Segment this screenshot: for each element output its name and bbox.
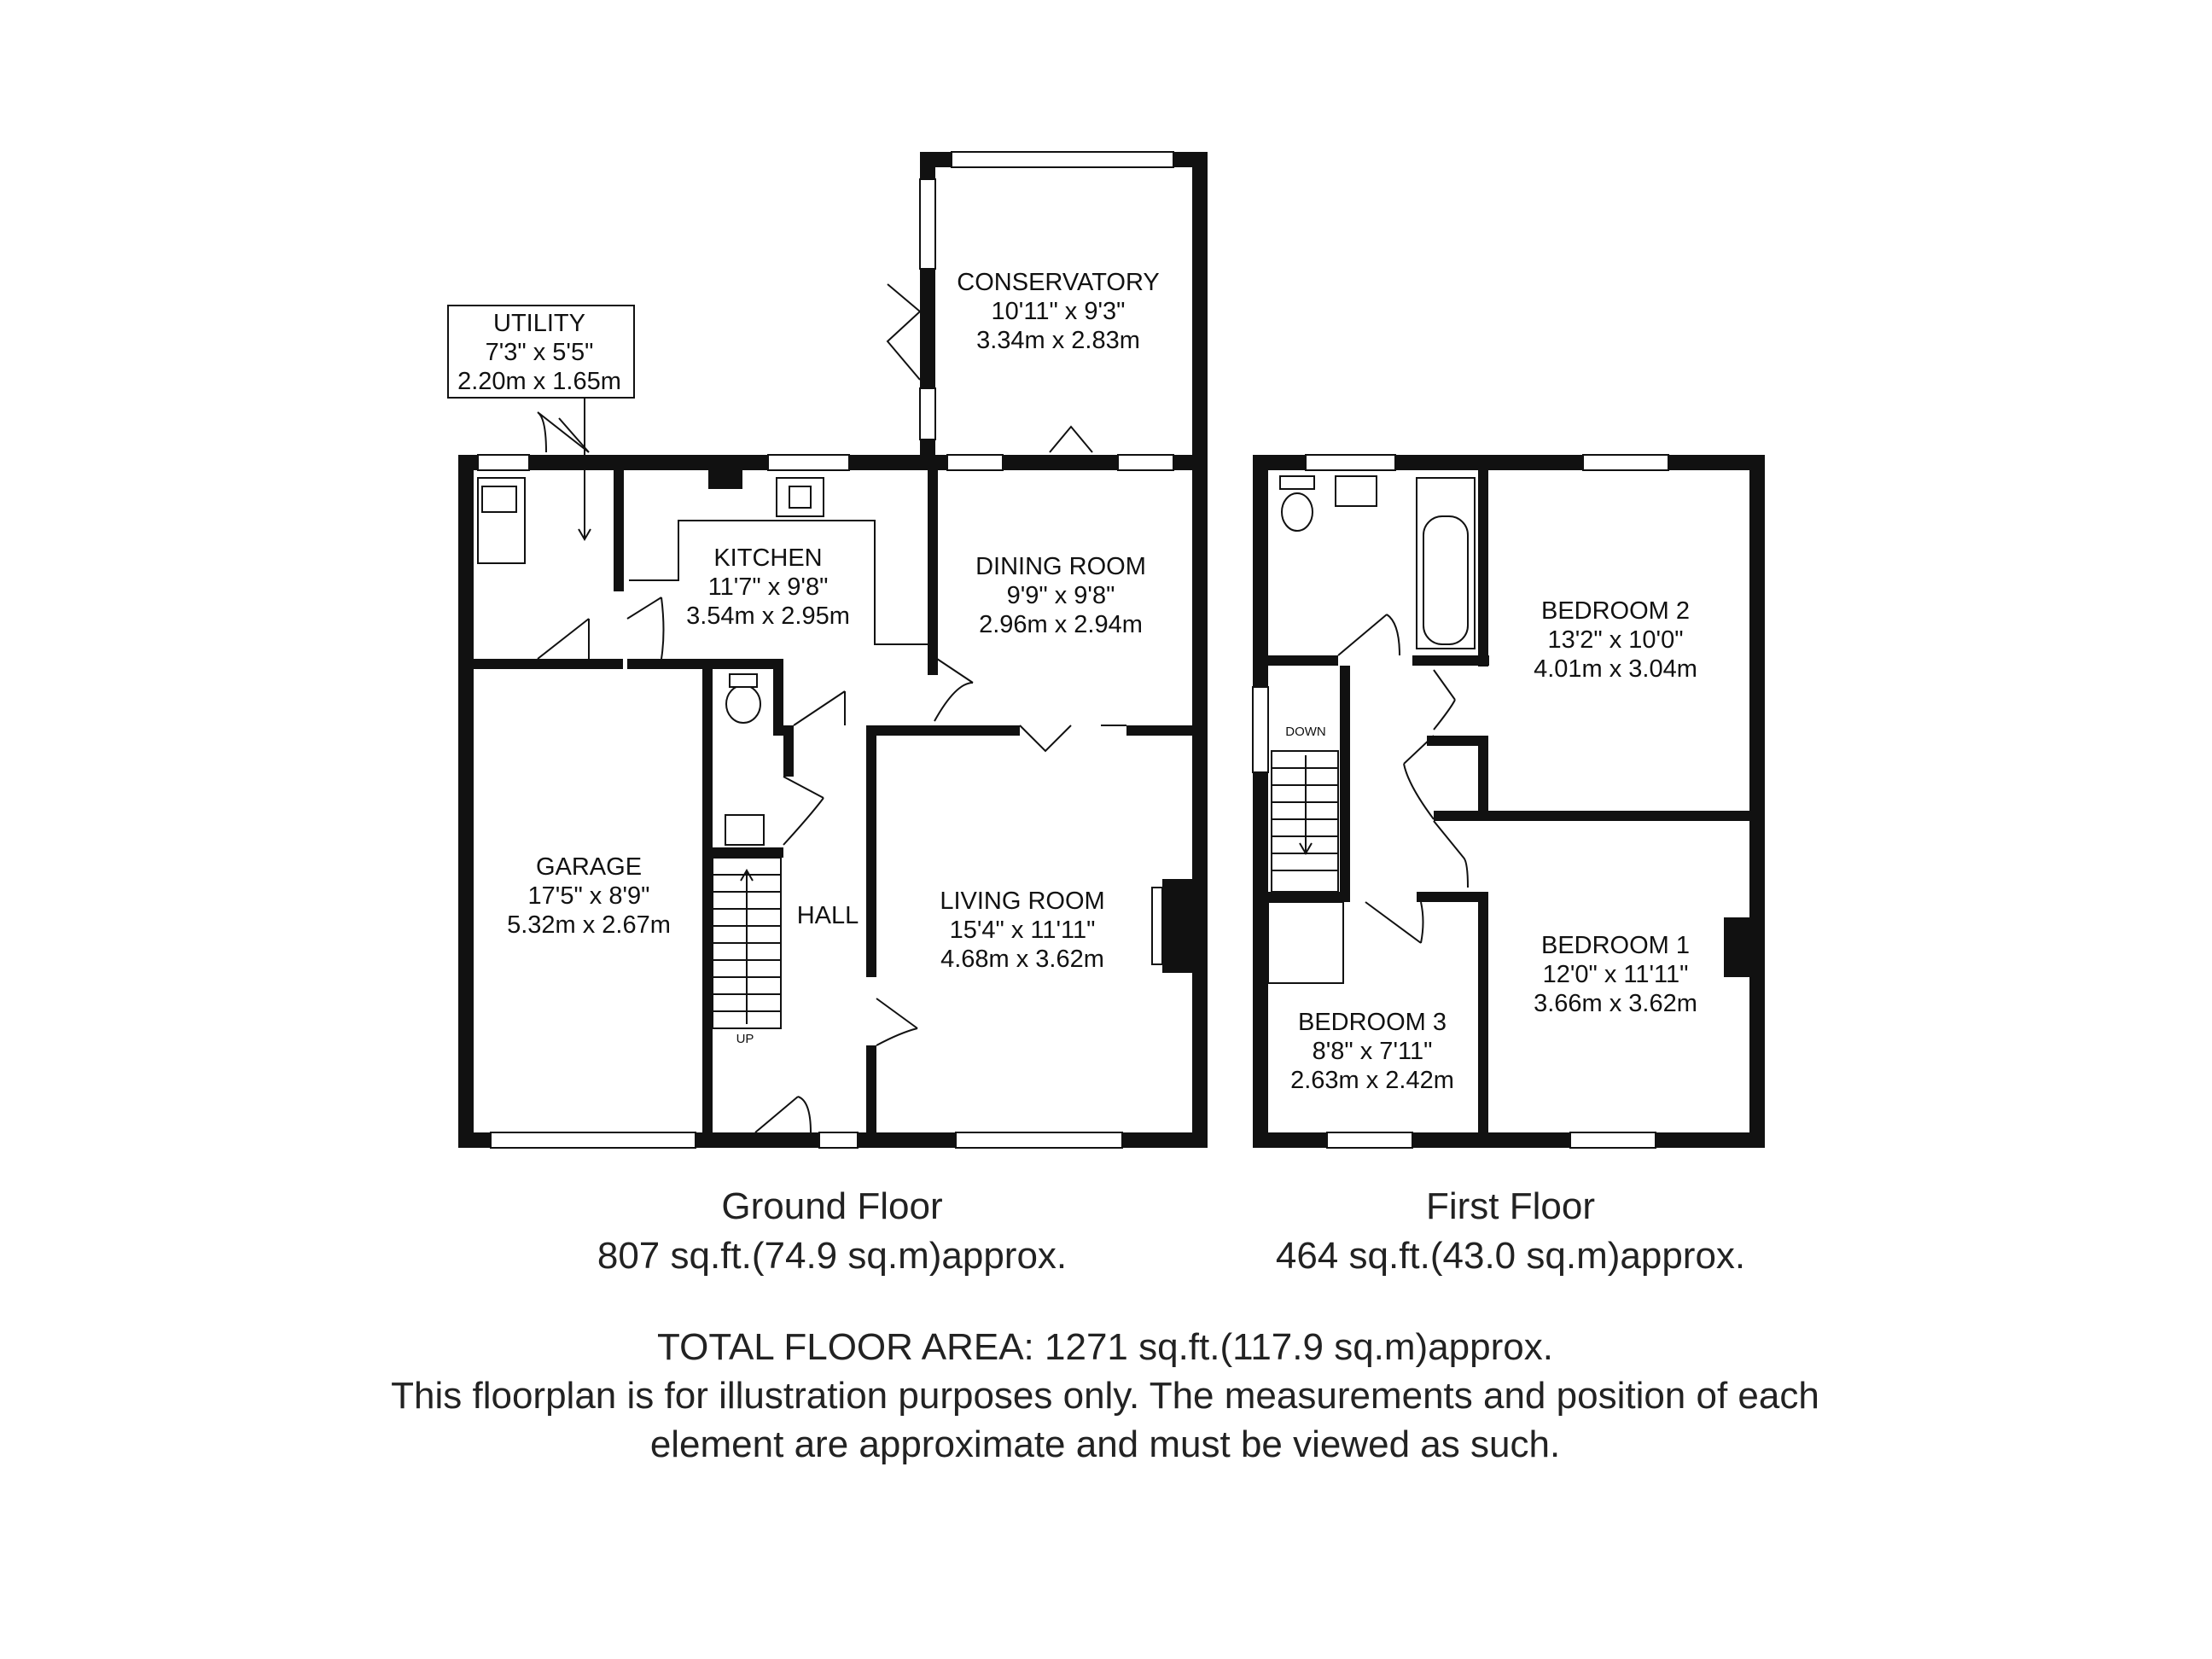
room-utility: UTILITY 7'3" x 5'5" 2.20m x 1.65m bbox=[457, 310, 621, 395]
utility-label-callout bbox=[447, 305, 635, 541]
room-metric: 4.01m x 3.04m bbox=[1534, 655, 1697, 683]
room-imperial: 8'8" x 7'11" bbox=[1313, 1038, 1433, 1065]
total-floor-area: TOTAL FLOOR AREA: 1271 sq.ft.(117.9 sq.m… bbox=[657, 1326, 1553, 1368]
first-floor-title: First Floor bbox=[1426, 1185, 1595, 1227]
room-metric: 2.96m x 2.94m bbox=[979, 611, 1143, 638]
stairs-up-label: UP bbox=[736, 1032, 754, 1046]
ground-floor-windows bbox=[477, 151, 1174, 1149]
room-metric: 5.32m x 2.67m bbox=[507, 911, 671, 939]
first-floor-doors bbox=[1337, 614, 1469, 944]
room-metric: 3.54m x 2.95m bbox=[686, 602, 850, 630]
room-conservatory: CONSERVATORY 10'11" x 9'3" 3.34m x 2.83m bbox=[957, 269, 1159, 354]
ground-floor-fixtures bbox=[477, 417, 1163, 1029]
room-name: BEDROOM 1 bbox=[1541, 932, 1690, 959]
first-floor-caption: First Floor 464 sq.ft.(43.0 sq.m)approx. bbox=[1186, 1182, 1835, 1281]
first-floor-area: 464 sq.ft.(43.0 sq.m)approx. bbox=[1275, 1235, 1746, 1277]
room-hall: HALL bbox=[797, 902, 859, 929]
room-imperial: 7'3" x 5'5" bbox=[486, 339, 594, 366]
room-metric: 3.66m x 3.62m bbox=[1534, 990, 1697, 1017]
first-floor-windows bbox=[1252, 454, 1669, 1149]
room-bedroom-3: BEDROOM 3 8'8" x 7'11" 2.63m x 2.42m bbox=[1290, 1009, 1454, 1094]
total-floor-area-block: TOTAL FLOOR AREA: 1271 sq.ft.(117.9 sq.m… bbox=[375, 1323, 1835, 1469]
room-bedroom-1: BEDROOM 1 12'0" x 11'11" 3.66m x 3.62m bbox=[1534, 932, 1697, 1017]
room-imperial: 11'7" x 9'8" bbox=[708, 573, 829, 601]
room-metric: 4.68m x 3.62m bbox=[940, 946, 1104, 973]
ground-floor-doors bbox=[537, 283, 1126, 1133]
room-name: CONSERVATORY bbox=[957, 269, 1159, 296]
room-name: KITCHEN bbox=[713, 544, 822, 572]
room-name: HALL bbox=[797, 902, 859, 929]
room-imperial: 15'4" x 11'11" bbox=[950, 917, 1096, 944]
ground-floor-area: 807 sq.ft.(74.9 sq.m)approx. bbox=[597, 1235, 1068, 1277]
room-imperial: 13'2" x 10'0" bbox=[1547, 626, 1683, 654]
room-name: LIVING ROOM bbox=[940, 888, 1104, 915]
room-metric: 2.20m x 1.65m bbox=[457, 368, 621, 395]
room-name: BEDROOM 3 bbox=[1298, 1009, 1447, 1036]
room-name: BEDROOM 2 bbox=[1541, 597, 1690, 625]
room-dining-room: DINING ROOM 9'9" x 9'8" 2.96m x 2.94m bbox=[975, 553, 1146, 638]
room-name: DINING ROOM bbox=[975, 553, 1146, 580]
disclaimer: This floorplan is for illustration purpo… bbox=[391, 1375, 1819, 1465]
room-living-room: LIVING ROOM 15'4" x 11'11" 4.68m x 3.62m bbox=[940, 888, 1104, 973]
room-imperial: 9'9" x 9'8" bbox=[1007, 582, 1115, 609]
ground-floor-title: Ground Floor bbox=[721, 1185, 943, 1227]
room-imperial: 12'0" x 11'11" bbox=[1543, 961, 1689, 988]
ground-floor-caption: Ground Floor 807 sq.ft.(74.9 sq.m)approx… bbox=[512, 1182, 1152, 1281]
room-imperial: 10'11" x 9'3" bbox=[992, 298, 1126, 325]
stairs-down-label: DOWN bbox=[1285, 725, 1326, 739]
room-name: GARAGE bbox=[536, 853, 642, 881]
room-garage: GARAGE 17'5" x 8'9" 5.32m x 2.67m bbox=[507, 853, 671, 939]
room-imperial: 17'5" x 8'9" bbox=[528, 882, 650, 910]
room-kitchen: KITCHEN 11'7" x 9'8" 3.54m x 2.95m bbox=[686, 544, 850, 630]
room-metric: 3.34m x 2.83m bbox=[976, 327, 1140, 354]
room-metric: 2.63m x 2.42m bbox=[1290, 1067, 1454, 1094]
room-name: UTILITY bbox=[493, 310, 585, 337]
first-floor-fixtures bbox=[1267, 475, 1476, 984]
room-bedroom-2: BEDROOM 2 13'2" x 10'0" 4.01m x 3.04m bbox=[1534, 597, 1697, 683]
